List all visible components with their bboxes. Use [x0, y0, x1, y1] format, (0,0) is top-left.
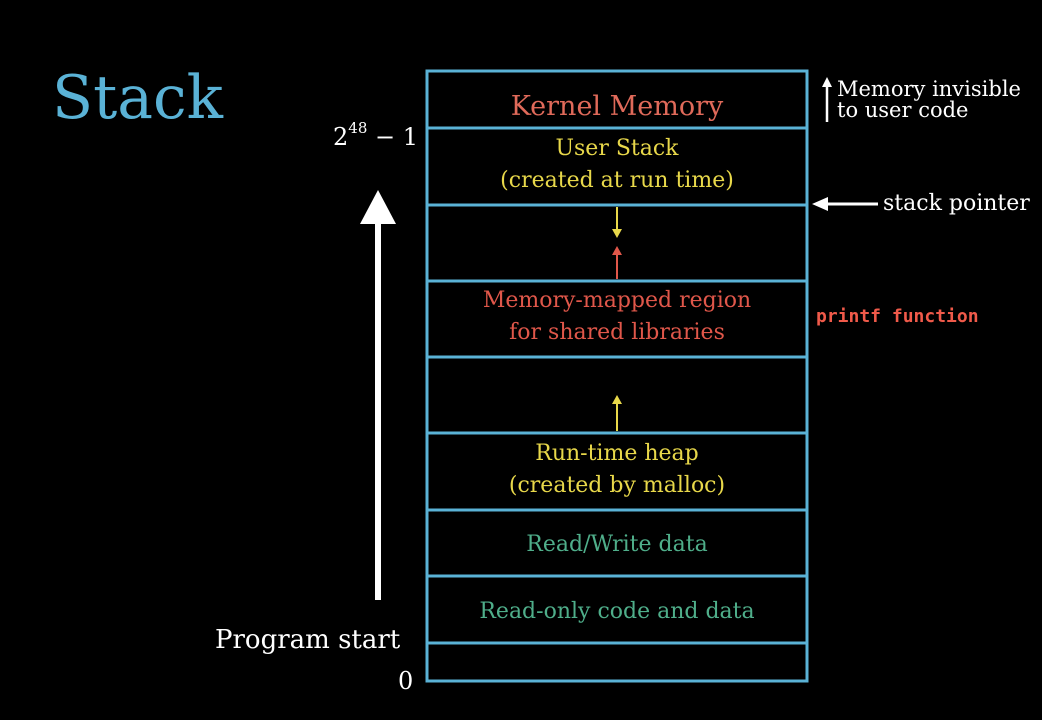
top-address-label: 248 − 1 [333, 116, 418, 152]
stack-pointer-arrow-head [812, 197, 828, 211]
mmap-growth-arrow-head [612, 246, 622, 255]
mmap-line2: for shared libraries [509, 320, 725, 345]
heap-line1: Run-time heap [535, 441, 699, 466]
heap-line2: (created by malloc) [508, 473, 726, 498]
stack-growth-arrow-head [612, 229, 622, 238]
top-address-exponent: 48 [348, 119, 368, 137]
invisible-memory-label: Memory invisible to user code [837, 79, 1021, 121]
top-address-suffix: − 1 [367, 123, 419, 151]
program-arrow-head [360, 190, 396, 224]
program-start-label: Program start [215, 625, 401, 655]
page-title: Stack [52, 63, 223, 133]
top-address-base: 2 [333, 123, 349, 151]
stack-pointer-label: stack pointer [883, 191, 1030, 216]
printf-function-label: printf function [816, 306, 979, 327]
invisible-line2: to user code [837, 98, 969, 122]
mmap-region-label: Memory-mapped region for shared librarie… [428, 285, 806, 349]
bottom-address-label: 0 [398, 667, 414, 695]
user-stack-line1: User Stack [555, 136, 679, 161]
invisible-arrow-head [822, 77, 832, 87]
mmap-line1: Memory-mapped region [482, 288, 752, 313]
ro-code-label: Read-only code and data [479, 599, 755, 624]
memory-box-outline [425, 69, 809, 683]
user-stack-label: User Stack (created at run time) [428, 133, 806, 197]
user-stack-line2: (created at run time) [500, 168, 734, 193]
heap-growth-arrow-head [612, 395, 622, 404]
heap-label: Run-time heap (created by malloc) [428, 438, 806, 502]
invisible-line1: Memory invisible [837, 77, 1021, 101]
rw-data-label: Read/Write data [526, 532, 708, 557]
kernel-memory-label: Kernel Memory [510, 91, 724, 122]
